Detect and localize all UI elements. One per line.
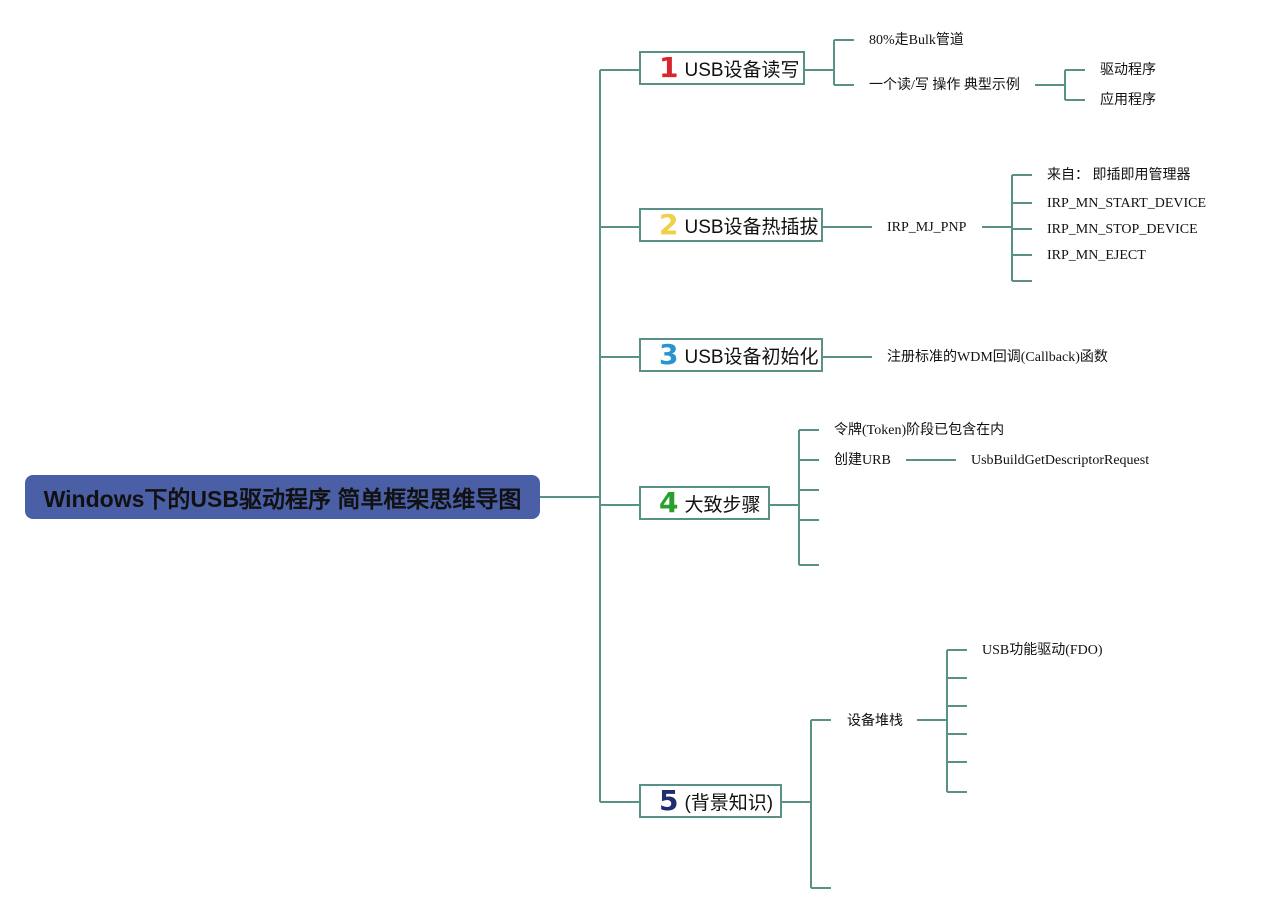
branch-number-icon: 2	[659, 208, 679, 241]
branch-number-icon: 3	[659, 338, 679, 371]
branch-2-sub-connector	[982, 174, 1032, 282]
branch-label: USB设备初始化	[684, 346, 819, 368]
root-title: Windows下的USB驱动程序 简单框架思维导图	[43, 486, 522, 512]
sub-leaf-node[interactable]: USB功能驱动(FDO)	[982, 643, 1103, 658]
branch-label: USB设备热插拔	[684, 216, 819, 238]
branch-1-sub-connector	[1035, 69, 1085, 101]
sub-leaf-node[interactable]: UsbBuildGetDescriptorRequest	[971, 453, 1150, 468]
branch-label: USB设备读写	[684, 59, 800, 81]
branch-label: 大致步骤	[684, 494, 761, 516]
leaf-node[interactable]: 设备堆栈	[847, 714, 903, 729]
root-node[interactable]: Windows下的USB驱动程序 简单框架思维导图	[25, 475, 540, 519]
branch-number-icon: 4	[659, 486, 679, 519]
sub-leaf-node[interactable]: IRP_MN_STOP_DEVICE	[1047, 222, 1198, 237]
leaf-node[interactable]: 80%走Bulk管道	[869, 33, 964, 48]
root-connector	[540, 70, 601, 802]
leaf-node[interactable]: 令牌(Token)阶段已包含在内	[834, 423, 1005, 438]
branch-node-3[interactable]: 3 USB设备初始化	[639, 338, 823, 372]
leaf-node[interactable]: IRP_MJ_PNP	[887, 220, 967, 235]
leaf-node[interactable]: 一个读/写 操作 典型示例	[869, 78, 1020, 93]
branch-label: (背景知识)	[684, 792, 774, 814]
sub-leaf-node[interactable]: IRP_MN_START_DEVICE	[1047, 196, 1207, 211]
leaf-node[interactable]: 创建URB	[834, 453, 891, 468]
sub-leaf-node[interactable]: 驱动程序	[1100, 63, 1156, 78]
branch-number-icon: 5	[659, 784, 679, 817]
sub-leaf-node[interactable]: 应用程序	[1100, 93, 1156, 108]
branch-node-5[interactable]: 5 (背景知识)	[639, 784, 782, 818]
sub-leaf-node[interactable]: 来自： 即插即用管理器	[1047, 168, 1191, 183]
branch-5-connector	[782, 719, 831, 889]
branch-node-1[interactable]: 1 USB设备读写	[639, 51, 805, 85]
leaf-node[interactable]: 注册标准的WDM回调(Callback)函数	[887, 350, 1108, 365]
branch-number-icon: 1	[659, 51, 679, 84]
branch-node-2[interactable]: 2 USB设备热插拔	[639, 208, 823, 242]
branch-5-sub-connector	[917, 649, 967, 793]
sub-leaf-node[interactable]: IRP_MN_EJECT	[1047, 248, 1146, 263]
branch-node-4[interactable]: 4 大致步骤	[639, 486, 770, 520]
branch-1-connector	[805, 39, 854, 86]
branch-4-connector	[770, 429, 819, 566]
